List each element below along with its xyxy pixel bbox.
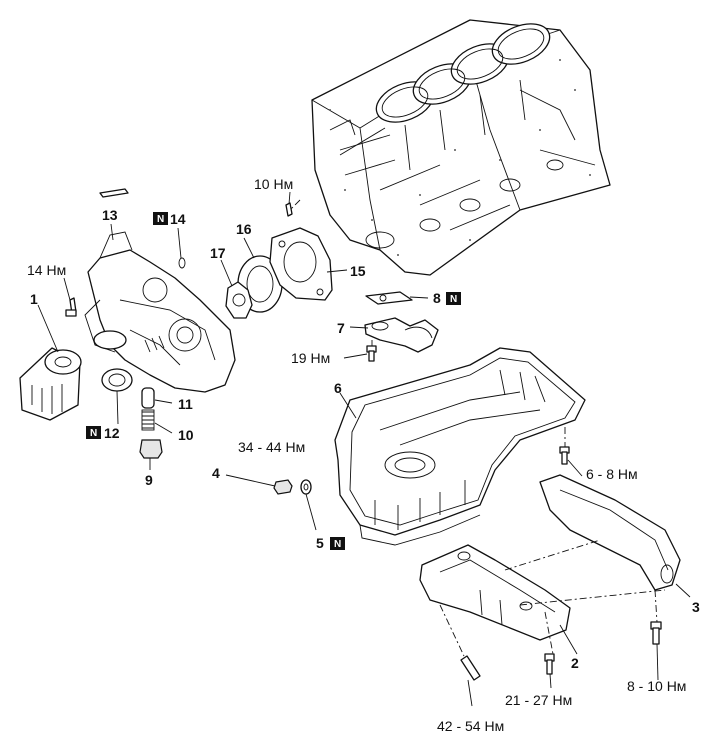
svg-text:N: N <box>157 214 164 225</box>
bracket-bolt-2 <box>460 655 481 681</box>
torque-label-19nm: 19 Нм <box>291 350 330 366</box>
svg-text:N: N <box>90 428 97 439</box>
oil-strainer <box>364 317 439 353</box>
torque-label-34-44nm: 34 - 44 Нм <box>238 439 305 455</box>
strainer-gasket <box>365 291 413 305</box>
torque-label-8-10nm: 8 - 10 Нм <box>627 678 686 694</box>
oil-seal <box>101 368 133 392</box>
drain-gasket <box>300 479 312 495</box>
new-part-marker-14: N <box>153 212 168 225</box>
pump-bolt <box>65 297 77 317</box>
label-part-12: 12 <box>104 425 120 441</box>
label-part-4: 4 <box>212 465 220 481</box>
pan-bolt <box>559 446 570 465</box>
torque-label-14nm: 14 Нм <box>27 262 66 278</box>
leader-lines <box>37 191 691 707</box>
inner-rotor <box>225 281 253 319</box>
torque-label-6-8nm: 6 - 8 Нм <box>586 466 638 482</box>
drain-plug <box>273 479 293 495</box>
relief-spring <box>141 387 155 409</box>
strainer-bolt <box>366 345 377 362</box>
sealant-tube <box>99 188 129 198</box>
torque-label-42-54nm: 42 - 54 Нм <box>437 718 504 734</box>
label-part-5: 5 <box>316 535 324 551</box>
oil-pan <box>334 347 586 546</box>
label-part-1: 1 <box>30 291 38 307</box>
bracket-bolt-1 <box>544 653 555 675</box>
label-part-3: 3 <box>692 599 700 615</box>
new-part-marker-12: N <box>86 426 101 439</box>
label-part-8: 8 <box>433 290 441 306</box>
o-ring-14 <box>178 257 186 269</box>
pump-cover <box>269 227 333 301</box>
cover-bolt <box>285 202 293 217</box>
oil-filter <box>19 347 82 421</box>
label-part-11: 11 <box>178 396 193 412</box>
label-part-7: 7 <box>337 320 345 336</box>
relief-plug <box>139 439 163 459</box>
oil-pump-housing <box>84 231 236 393</box>
label-part-13: 13 <box>102 207 118 223</box>
new-part-marker-5: N <box>330 537 345 550</box>
label-part-9: 9 <box>145 472 153 488</box>
torque-label-21-27nm: 21 - 27 Нм <box>505 692 572 708</box>
new-part-marker-8: N <box>446 292 461 305</box>
label-part-10: 10 <box>178 427 194 443</box>
label-part-17: 17 <box>210 245 226 261</box>
torque-label-10nm-top: 10 Нм <box>254 176 293 192</box>
label-part-16: 16 <box>236 221 252 237</box>
plate-bolt <box>650 621 662 645</box>
relief-plunger <box>141 409 155 431</box>
rear-plate <box>539 474 681 591</box>
cylinder-block <box>311 19 611 276</box>
label-part-15: 15 <box>350 263 366 279</box>
label-part-6: 6 <box>334 380 342 396</box>
label-part-2: 2 <box>571 655 579 671</box>
svg-text:N: N <box>450 294 457 305</box>
label-part-14: 14 <box>170 211 186 227</box>
transmission-bracket <box>419 544 571 641</box>
svg-text:N: N <box>334 539 341 550</box>
